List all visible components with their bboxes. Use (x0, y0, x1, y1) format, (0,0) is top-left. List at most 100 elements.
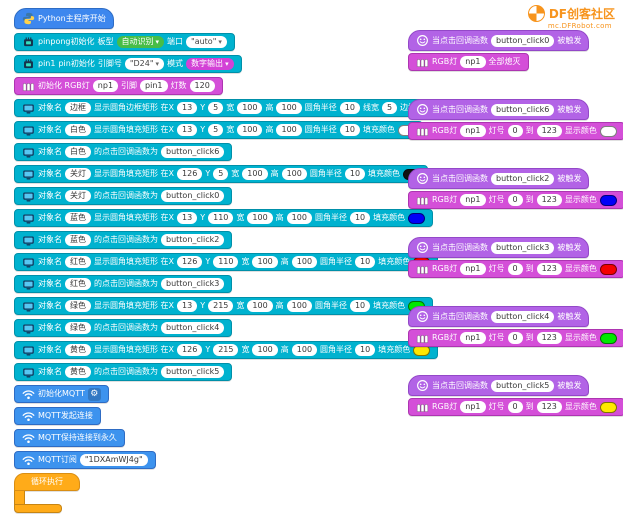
gear-icon[interactable]: ⚙ (87, 387, 101, 401)
value-input[interactable]: button_click5 (161, 366, 225, 378)
mqtt-init-block[interactable]: 初始化MQTT⚙ (14, 385, 109, 403)
value-input[interactable]: 5 (208, 124, 224, 136)
value-input[interactable]: 5 (208, 102, 224, 114)
value-input[interactable]: 黄色 (65, 366, 91, 378)
value-input[interactable]: 关灯 (65, 190, 91, 202)
value-input[interactable]: 126 (177, 168, 203, 180)
dropdown[interactable]: "D24"▾ (124, 58, 165, 70)
value-input[interactable]: 蓝色 (65, 212, 91, 224)
value-input[interactable]: 100 (286, 300, 312, 312)
dropdown[interactable]: 数字输出▾ (186, 58, 234, 70)
value-input[interactable]: button_click4 (161, 322, 225, 334)
value-input[interactable]: 红色 (65, 278, 91, 290)
color-swatch[interactable] (599, 194, 617, 206)
value-input[interactable]: np1 (460, 194, 486, 206)
value-input[interactable]: np1 (460, 332, 486, 344)
value-input[interactable]: button_click0 (161, 190, 225, 202)
value-input[interactable]: 100 (252, 344, 278, 356)
value-input[interactable]: 13 (177, 124, 198, 136)
value-input[interactable]: 100 (252, 256, 278, 268)
value-input[interactable]: 100 (281, 168, 307, 180)
value-input[interactable]: 100 (237, 102, 263, 114)
color-swatch[interactable] (599, 401, 617, 413)
value-input[interactable]: 120 (189, 80, 215, 92)
value-input[interactable]: 边框 (65, 102, 91, 114)
value-input[interactable]: 0 (507, 401, 523, 413)
value-input[interactable]: 100 (247, 300, 273, 312)
value-input[interactable]: 10 (344, 168, 366, 180)
mqtt-connect-block[interactable]: MQTT发起连接 (14, 407, 101, 425)
color-swatch[interactable] (599, 125, 617, 137)
value-input[interactable]: button_click0 (491, 34, 555, 47)
value-input[interactable]: 100 (237, 124, 263, 136)
value-input[interactable]: button_click5 (491, 379, 555, 392)
value-input[interactable]: 100 (286, 212, 312, 224)
value-input[interactable]: 0 (507, 125, 523, 137)
mqtt-subscribe-block[interactable]: MQTT订阅"1DXAmWJ4g" (14, 451, 156, 469)
value-input[interactable]: button_click3 (161, 278, 225, 290)
value-input[interactable]: 蓝色 (65, 234, 91, 246)
mqtt-keep-alive-block[interactable]: MQTT保持连接到永久 (14, 429, 125, 447)
value-input[interactable]: 13 (177, 102, 198, 114)
value-input[interactable]: 0 (507, 263, 523, 275)
value-input[interactable]: 100 (242, 168, 268, 180)
value-input[interactable]: 100 (291, 344, 318, 356)
value-input[interactable]: 215 (208, 300, 234, 312)
value-input[interactable]: pin1 (140, 80, 168, 92)
value-input[interactable]: 白色 (65, 146, 91, 158)
forever-loop-block[interactable]: 循环执行 (14, 473, 80, 491)
value-input[interactable]: 100 (291, 256, 318, 268)
value-input[interactable]: 215 (213, 344, 239, 356)
value-input[interactable]: button_click6 (161, 146, 225, 158)
value-input[interactable]: np1 (460, 125, 486, 137)
value-input[interactable]: 10 (349, 300, 371, 312)
value-input[interactable]: 123 (536, 125, 562, 137)
value-input[interactable]: 123 (536, 194, 562, 206)
value-input[interactable]: 13 (177, 300, 198, 312)
value-input[interactable]: 10 (349, 212, 371, 224)
value-input[interactable]: 100 (276, 124, 302, 136)
value-input[interactable]: 红色 (65, 256, 91, 268)
value-input[interactable]: np1 (460, 56, 486, 68)
value-input[interactable]: 白色 (65, 124, 91, 136)
value-input[interactable]: 126 (177, 344, 203, 356)
value-input[interactable]: 110 (208, 212, 234, 224)
value-input[interactable]: 0 (507, 332, 523, 344)
value-input[interactable]: "1DXAmWJ4g" (79, 454, 148, 466)
value-input[interactable]: 100 (247, 212, 273, 224)
value-input[interactable]: 关灯 (65, 168, 91, 180)
color-swatch[interactable] (599, 263, 617, 275)
value-input[interactable]: 10 (339, 102, 360, 114)
value-input[interactable]: 5 (381, 102, 398, 114)
value-input[interactable]: button_click3 (491, 241, 555, 254)
python-main-start-block[interactable]: Python主程序开始 (14, 8, 114, 29)
pinpong-init-block[interactable]: pinpong初始化板型自动识别▾端口"auto"▾ (14, 33, 235, 51)
value-input[interactable]: button_click4 (491, 310, 555, 323)
forever-loop-block[interactable]: 循环执行 (14, 473, 80, 513)
value-input[interactable]: np1 (460, 401, 486, 413)
value-input[interactable]: 126 (177, 256, 203, 268)
color-swatch[interactable] (408, 212, 426, 224)
value-input[interactable]: button_click2 (491, 172, 555, 185)
value-input[interactable]: np1 (92, 80, 119, 92)
